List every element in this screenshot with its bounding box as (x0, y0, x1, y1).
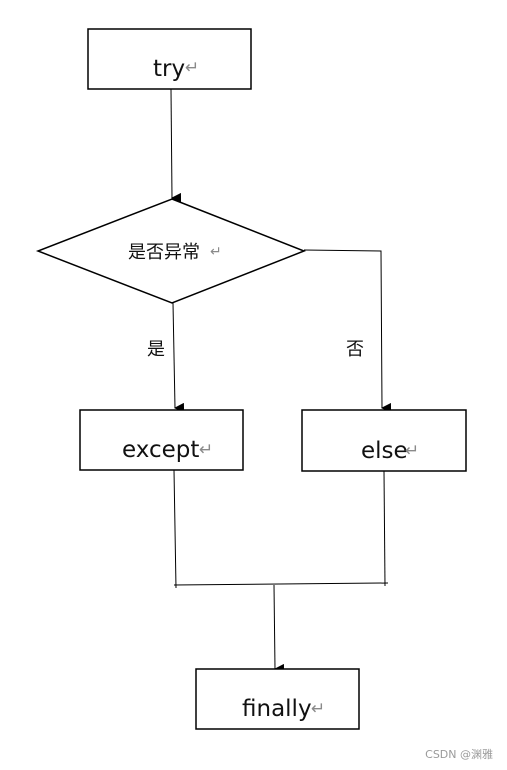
edge-try-to-decision (170, 88, 182, 203)
finally-node: finally ↵ (195, 668, 360, 730)
else-paragraph-mark: ↵ (405, 441, 419, 461)
watermark: CSDN @渊雅 (425, 748, 493, 761)
else-node: else ↵ (301, 409, 467, 472)
decision-label: 是否异常 (128, 242, 200, 263)
except-paragraph-mark: ↵ (199, 440, 213, 460)
decision-paragraph-mark: ↵ (210, 244, 222, 260)
try-label: try (153, 56, 185, 82)
edge-merge-to-finally (273, 584, 285, 674)
edge-merge-horizontal (173, 582, 389, 586)
except-node: except ↵ (79, 409, 244, 471)
edge-decision-to-except (172, 302, 185, 413)
edge-except-down (173, 469, 177, 589)
edge-else-down (383, 470, 386, 587)
else-label: else (361, 438, 408, 464)
finally-label: finally (242, 696, 312, 722)
try-node: try ↵ (87, 28, 252, 90)
yes-branch-label: 是 (147, 339, 165, 360)
try-paragraph-mark: ↵ (185, 58, 199, 78)
edge-decision-to-else (303, 249, 392, 413)
except-label: except (122, 437, 199, 463)
finally-paragraph-mark: ↵ (311, 699, 325, 719)
no-branch-label: 否 (346, 339, 364, 360)
decision-node: 是否异常 ↵ (35, 198, 307, 304)
